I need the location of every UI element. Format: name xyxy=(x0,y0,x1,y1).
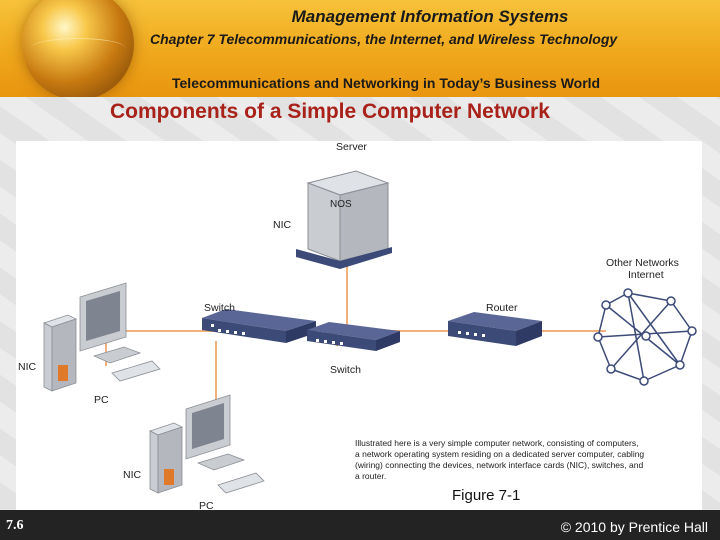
label-internet: Internet xyxy=(628,269,664,281)
nic-card-pc2 xyxy=(164,469,174,485)
router-icon xyxy=(448,312,542,346)
slide-number: 7.6 xyxy=(6,518,24,533)
slide-title: Components of a Simple Computer Network xyxy=(110,100,550,123)
label-nic-pc1: NIC xyxy=(18,361,37,373)
switch-mid-icon xyxy=(307,322,400,351)
figure-label: Figure 7-1 xyxy=(452,487,521,504)
server-icon xyxy=(296,170,392,347)
label-pc1: PC xyxy=(94,394,109,406)
internet-network-icon xyxy=(593,288,697,386)
figure-caption: Illustrated here is a very simple comput… xyxy=(355,438,645,481)
globe-highlight xyxy=(30,38,126,59)
label-switch-top: Switch xyxy=(204,302,235,314)
label-nos: NOS xyxy=(330,199,352,210)
pc1-icon xyxy=(42,282,161,392)
copyright-notice: © 2010 by Prentice Hall xyxy=(560,519,708,535)
label-router: Router xyxy=(486,302,518,314)
label-pc2: PC xyxy=(199,500,214,512)
section-title: Telecommunications and Networking in Tod… xyxy=(172,75,601,91)
network-diagram: Server NOS NIC Switch Switch Router Othe… xyxy=(18,141,697,512)
label-server: Server xyxy=(336,141,367,153)
chapter-title: Chapter 7 Telecommunications, the Intern… xyxy=(150,31,618,47)
label-other-networks: Other Networks xyxy=(606,257,679,269)
label-nic-server: NIC xyxy=(273,219,292,231)
switch-top-icon xyxy=(202,309,316,343)
label-nic-pc2: NIC xyxy=(123,469,142,481)
course-title: Management Information Systems xyxy=(291,7,569,26)
slide-header: Management Information Systems Chapter 7… xyxy=(0,0,720,100)
nic-card-pc1 xyxy=(58,365,68,381)
pc2-icon xyxy=(148,394,265,494)
network-figure: Server NOS NIC Switch Switch Router Othe… xyxy=(16,141,702,512)
label-switch-mid: Switch xyxy=(330,364,361,376)
slide-footer xyxy=(0,510,720,540)
